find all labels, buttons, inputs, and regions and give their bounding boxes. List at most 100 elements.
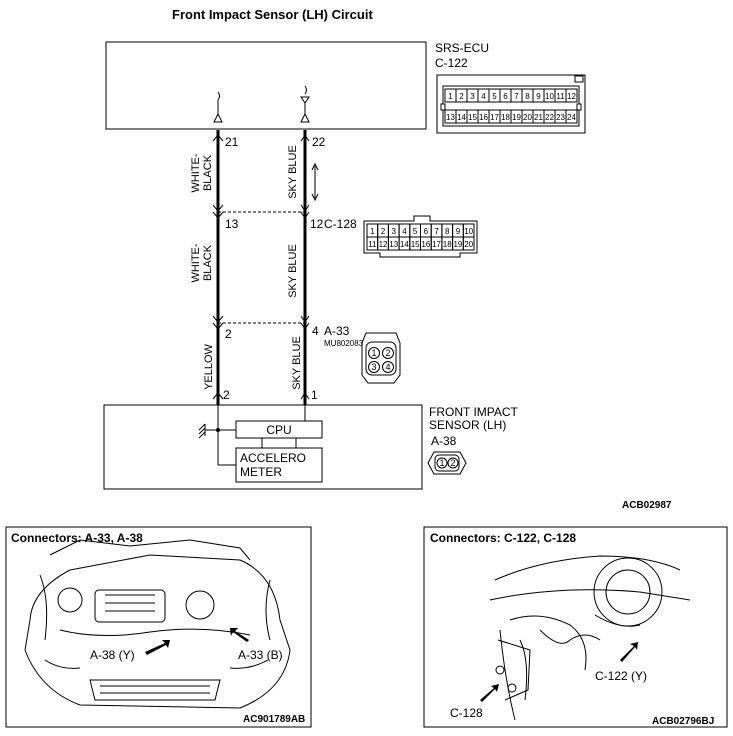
c122-pin-11: 11 [556,92,565,101]
c122-pin-14: 14 [457,113,466,122]
c128-pin-11: 11 [368,240,377,249]
a33-pin-2: 2 [225,327,232,341]
c122-pin-7: 7 [514,92,519,101]
wire-color-left-upper-2: BLACK [202,154,214,191]
a33-pin-4: 4 [312,324,319,338]
c122-pin-12: 12 [567,92,576,101]
pin-12: 12 [310,217,324,231]
sensor-internal-wiring [205,405,306,466]
accel-label-2: METER [240,465,282,479]
a33-connector-face: 1 2 3 4 [361,332,401,384]
c122-cell-24 [565,109,578,124]
wire-color-right-mid: SKY BLUE [287,244,299,298]
ecu-connector: C-122 [435,56,468,70]
wire-color-left-upper-1: WHITE- [190,153,202,192]
c122-pin-2: 2 [459,92,464,101]
c122-pin-9: 9 [536,92,541,101]
c128-label: C-128 [324,217,357,231]
wire-color-left-mid-2: BLACK [202,244,214,281]
panel-left [5,526,312,728]
c128-pin-10: 10 [464,227,473,236]
a33-part-number: MU802083 [324,339,364,348]
c122-pin-23: 23 [556,113,565,122]
double-arrow-icon [311,162,319,202]
arrow-a33-icon [230,628,249,642]
c122-pin-21: 21 [534,113,543,122]
c128-pin-1: 1 [370,227,375,236]
label-a33-location: A-33 (B) [238,648,283,662]
c128-pin-9: 9 [456,227,461,236]
ground-icon [198,423,206,439]
a33-face-pin-2: 2 [385,348,390,358]
wire-color-right-upper: SKY BLUE [287,145,299,199]
c122-pin-19: 19 [512,113,521,122]
c128-pin-20: 20 [464,240,473,249]
arrow-c122-icon [620,642,638,662]
c122-pin-13: 13 [446,113,455,122]
engine-bay-illustration [24,539,291,709]
c122-pin-22: 22 [545,113,554,122]
ecu-terminal-21 [213,91,223,123]
sensor-name-1: FRONT IMPACT [429,405,519,419]
wire-color-left-upper: WHITE-BLACK [190,153,214,192]
sensor-box [103,404,423,490]
arrow-c128-icon [480,684,499,702]
sensor-name-2: SENSOR (LH) [429,418,506,432]
c122-pin-20: 20 [523,113,532,122]
c128-pin-8: 8 [445,227,450,236]
wire-color-right-lower: SKY BLUE [291,336,303,390]
c128-pin-16: 16 [421,240,430,249]
a33-label: A-33 [324,324,350,338]
c122-pin-18: 18 [501,113,510,122]
wire-color-left-mid: WHITE-BLACK [190,243,214,282]
a33-face-pin-3: 3 [371,362,376,372]
panel-left-code: AC901789AB [243,714,305,725]
c122-pin-6: 6 [503,92,508,101]
label-c128-location: C-128 [450,706,483,720]
a38-connector-face: 1 2 [427,451,467,475]
panel-right-code: ACB02796BJ [652,716,714,727]
accel-label-1: ACCELERO [240,451,306,465]
dashboard-illustration [489,555,691,721]
c122-pin-5: 5 [492,92,497,101]
c128-pin-3: 3 [392,227,397,236]
a38-face-pin-1: 1 [439,458,444,468]
sensor-pin-2: 2 [223,388,230,402]
wire-color-left-mid-1: WHITE- [190,243,202,282]
connector-chevrons [212,134,310,400]
c128-pin-19: 19 [453,240,462,249]
c128-pin-7: 7 [434,227,439,236]
srs-ecu-box [105,41,427,130]
c122-pin-10: 10 [545,92,554,101]
c128-pin-13: 13 [389,240,398,249]
panel-right-title: Connectors: C-122, C-128 [430,531,576,545]
a33-face-pin-1: 1 [371,348,376,358]
c122-pin-1: 1 [448,92,453,101]
c122-pin-4: 4 [481,92,486,101]
ecu-name: SRS-ECU [435,41,489,55]
cpu-label: CPU [266,423,291,437]
c128-pin-6: 6 [424,227,429,236]
c128-pin-14: 14 [400,240,409,249]
pin-13: 13 [225,217,239,231]
diagram-title: Front Impact Sensor (LH) Circuit [172,7,373,22]
c122-pin-15: 15 [468,113,477,122]
c128-cell-20 [462,236,475,251]
c128-pin-4: 4 [402,227,407,236]
diagram-code: ACB02987 [622,500,672,511]
sensor-pin-1: 1 [311,388,318,402]
c128-pin-18: 18 [443,240,452,249]
arrow-a38-icon [145,640,170,655]
pin-21: 21 [225,135,239,149]
label-a38-location: A-38 (Y) [90,648,135,662]
sensor-connector: A-38 [431,434,457,448]
c128-pin-5: 5 [413,227,418,236]
c122-pin-8: 8 [525,92,530,101]
label-c122-location: C-122 (Y) [595,669,647,683]
c128-pin-15: 15 [411,240,420,249]
c128-pin-12: 12 [379,240,388,249]
c128-pin-2: 2 [381,227,386,236]
panel-left-title: Connectors: A-33, A-38 [11,531,143,545]
